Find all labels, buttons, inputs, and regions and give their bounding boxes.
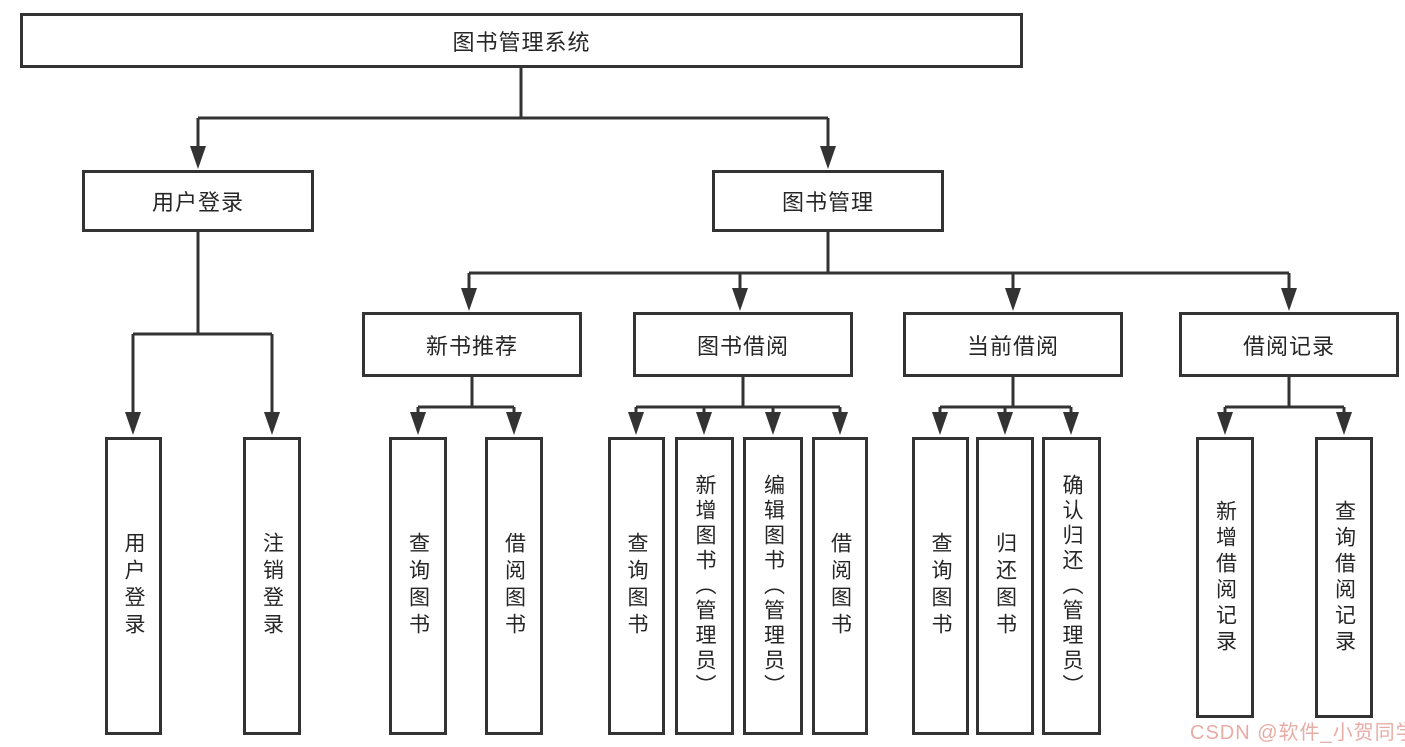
leaf-query-borrow-record: 查询借阅记录 xyxy=(1315,437,1373,718)
leaf-confirm-return-admin: 确认归还（管理员） xyxy=(1042,437,1101,735)
leaf-user-login: 用户登录 xyxy=(105,437,162,735)
arrowheads xyxy=(125,146,1352,435)
node-borrow-records: 借阅记录 xyxy=(1179,312,1399,377)
leaf-return-book: 归还图书 xyxy=(976,437,1034,735)
leaf-add-borrow-record: 新增借阅记录 xyxy=(1196,437,1254,718)
node-current-borrow: 当前借阅 xyxy=(903,312,1123,377)
leaf-query-book-recommend: 查询图书 xyxy=(389,437,447,735)
leaf-borrow-book-recommend: 借阅图书 xyxy=(485,437,543,735)
node-root: 图书管理系统 xyxy=(20,13,1023,68)
node-new-book-recommend: 新书推荐 xyxy=(362,312,582,377)
leaf-query-book-borrow: 查询图书 xyxy=(608,437,665,735)
leaf-logout: 注销登录 xyxy=(243,437,301,735)
leaf-edit-book-admin: 编辑图书（管理员） xyxy=(743,437,803,735)
node-book-borrow: 图书借阅 xyxy=(633,312,853,377)
csdn-watermark: CSDN @软件_小贺同学 xyxy=(1190,722,1405,744)
leaf-add-book-admin: 新增图书（管理员） xyxy=(675,437,734,735)
node-user-login: 用户登录 xyxy=(82,170,314,232)
node-book-management: 图书管理 xyxy=(712,170,944,232)
leaf-borrow-book: 借阅图书 xyxy=(812,437,868,735)
leaf-query-book-current: 查询图书 xyxy=(912,437,969,735)
